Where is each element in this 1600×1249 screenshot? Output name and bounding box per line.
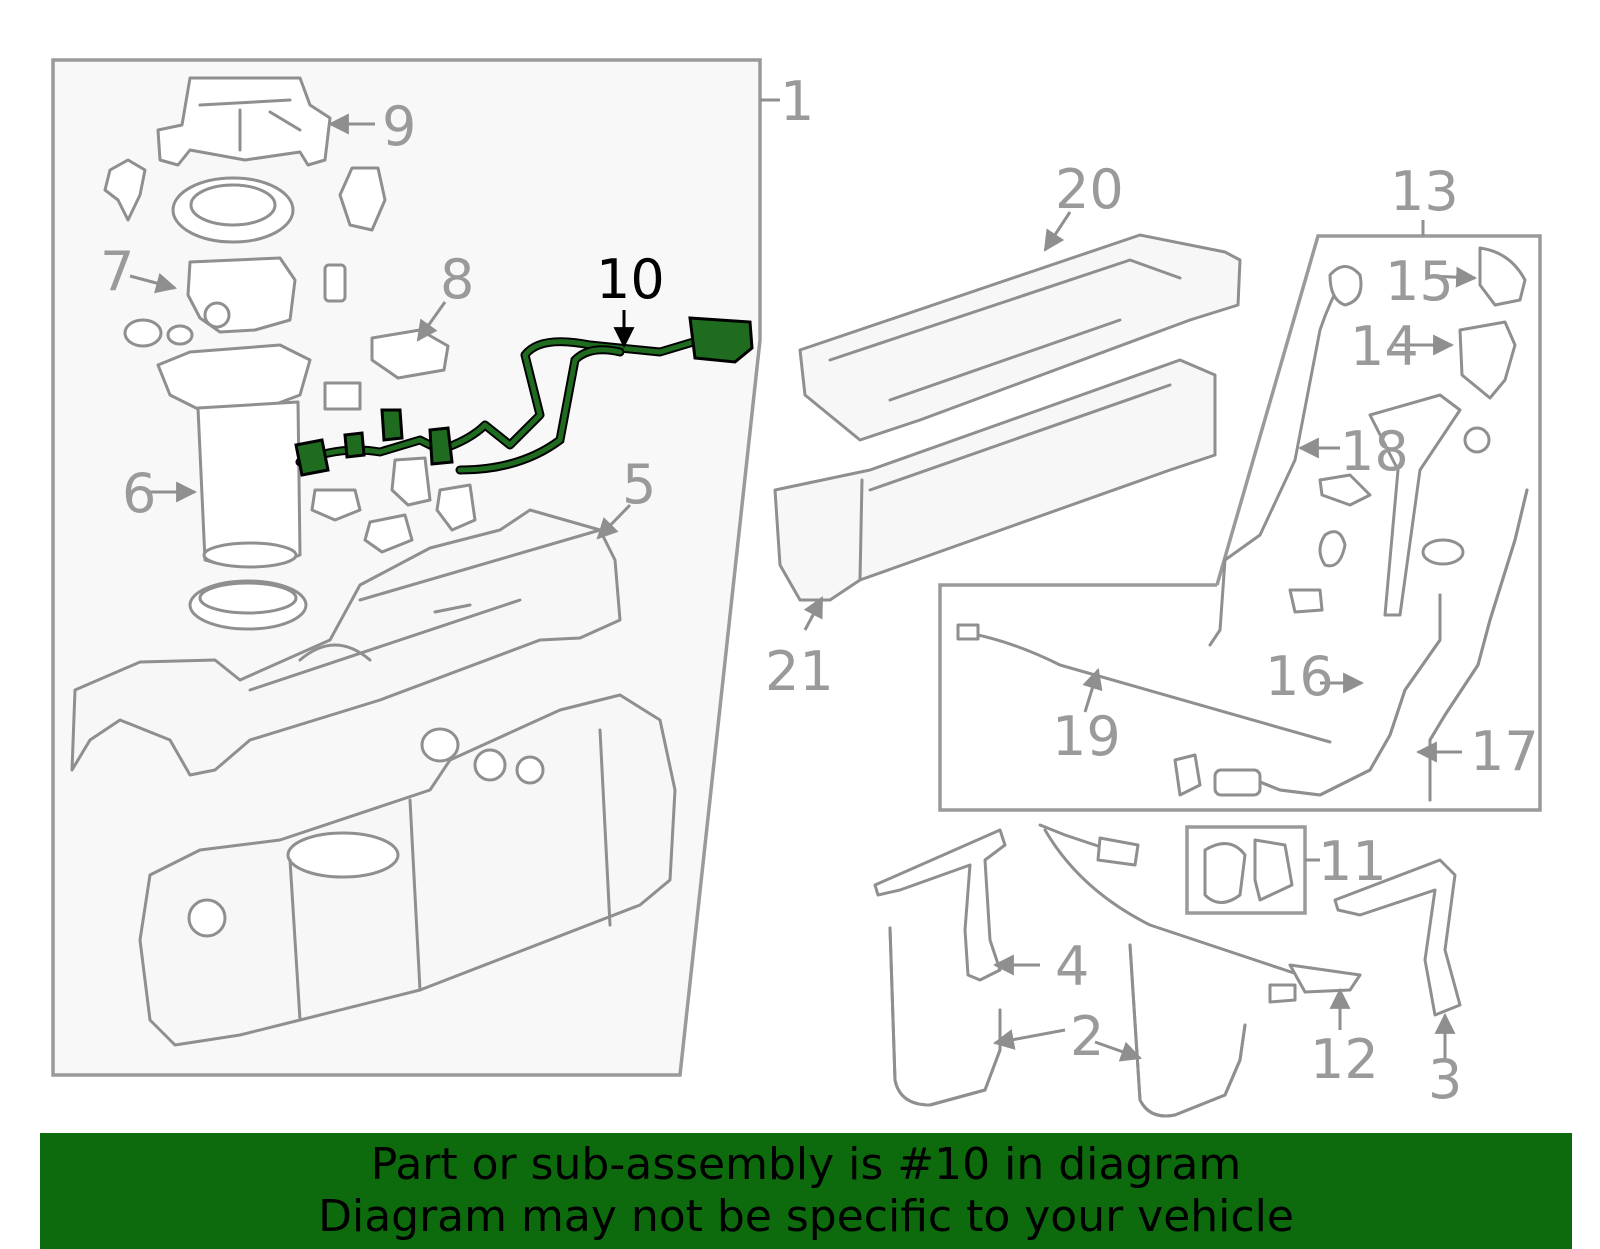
callout-12: 12: [1310, 1028, 1379, 1091]
part-20-skid-plate: [798, 233, 1242, 442]
part-12-cable: [1038, 823, 1302, 977]
part-11-box: [1185, 825, 1307, 915]
callout-13: 13: [1390, 160, 1459, 223]
part-5-shield: [70, 508, 622, 777]
part-21-lower-shield: [773, 358, 1217, 602]
callout-18: 18: [1340, 420, 1409, 483]
part-10-wiring-harness: [294, 316, 754, 477]
part-9-cover: [156, 76, 332, 167]
callout-2: 2: [1070, 1005, 1104, 1068]
banner-line-2: Diagram may not be specific to your vehi…: [318, 1191, 1294, 1242]
part-15-cap: [1478, 246, 1527, 307]
part-6-pump-module: [156, 343, 477, 631]
part-7-valve: [186, 256, 347, 334]
callout-11: 11: [1318, 830, 1387, 893]
callout-7: 7: [100, 240, 134, 303]
callout-19: 19: [1052, 705, 1121, 768]
callout-17: 17: [1470, 720, 1539, 783]
part-18-vent-line: [1208, 273, 1347, 647]
assembly-box-13: [938, 234, 1542, 812]
callout-20: 20: [1055, 158, 1124, 221]
callout-5: 5: [622, 453, 656, 516]
part-14-housing: [1458, 320, 1517, 400]
callout-14: 14: [1350, 315, 1419, 378]
seal-a: [123, 318, 163, 348]
filler-neck: [1368, 393, 1462, 617]
part-11-plate: [1203, 842, 1247, 904]
lock-ring: [171, 176, 295, 244]
fuel-tank: [138, 693, 677, 1047]
callout-3: 3: [1428, 1048, 1462, 1111]
callout-16: 16: [1265, 645, 1334, 708]
seal-b: [166, 324, 194, 346]
nut: [1463, 426, 1491, 454]
callout-9: 9: [382, 95, 416, 158]
callout-6: 6: [122, 462, 156, 525]
callout-10: 10: [596, 248, 665, 311]
callout-8: 8: [440, 248, 474, 311]
callout-21: 21: [765, 640, 834, 703]
clip-right: [338, 166, 387, 232]
clip-left: [103, 158, 147, 222]
callout-4: 4: [1055, 935, 1089, 998]
part-4-bracket: [873, 828, 1007, 982]
callout-15: 15: [1385, 250, 1454, 313]
info-banner: Part or sub-assembly is #10 in diagram D…: [40, 1133, 1572, 1249]
banner-line-1: Part or sub-assembly is #10 in diagram: [370, 1139, 1242, 1190]
callout-1: 1: [780, 70, 814, 133]
